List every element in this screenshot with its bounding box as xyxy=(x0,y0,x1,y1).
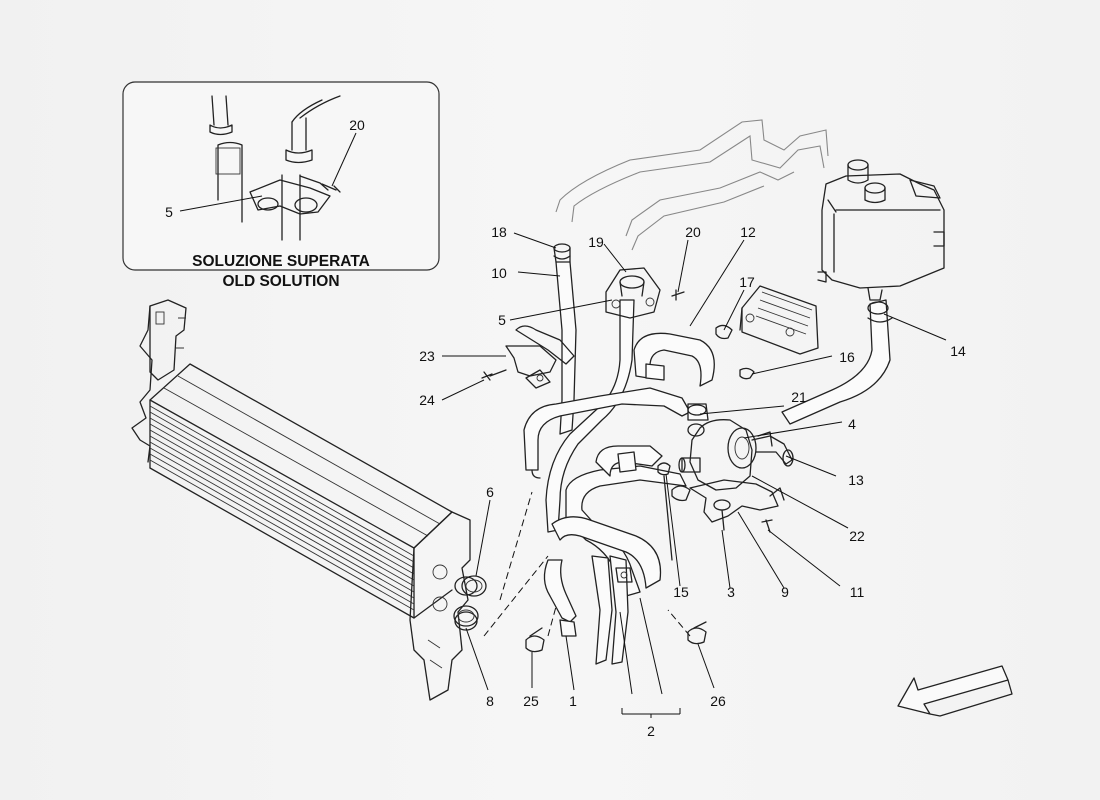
callout-14: 14 xyxy=(950,343,966,359)
callout-11: 11 xyxy=(849,584,865,600)
callout-12: 12 xyxy=(740,224,756,240)
callout-16: 16 xyxy=(839,349,855,365)
callout-23: 23 xyxy=(419,348,435,364)
oil-cooler xyxy=(739,285,819,355)
callout-18: 18 xyxy=(491,224,507,240)
callout-4: 4 xyxy=(848,416,856,432)
callout-17: 17 xyxy=(739,274,755,290)
callout-9: 9 xyxy=(781,584,789,600)
callout-10: 10 xyxy=(491,265,507,281)
callout-21: 21 xyxy=(791,389,807,405)
callout-20: 20 xyxy=(685,224,701,240)
callout-22: 22 xyxy=(849,528,865,544)
electric-water-pump xyxy=(671,403,794,533)
callout-25: 25 xyxy=(523,693,539,709)
callout-leaders xyxy=(441,232,947,718)
callout-15: 15 xyxy=(673,584,689,600)
radiator xyxy=(131,299,478,701)
callout-20-inset: 20 xyxy=(349,117,365,133)
callout-5-inset: 5 xyxy=(165,204,173,220)
inset-caption-english: OLD SOLUTION xyxy=(222,273,340,290)
expansion-tank xyxy=(817,159,945,301)
inset-caption-italian: SOLUZIONE SUPERATA xyxy=(192,253,370,270)
hose-bracket xyxy=(481,325,575,389)
old-solution-inset xyxy=(122,81,440,271)
callout-3: 3 xyxy=(727,584,735,600)
callout-2: 2 xyxy=(647,723,655,739)
callout-8: 8 xyxy=(486,693,494,709)
callout-1: 1 xyxy=(569,693,577,709)
callout-13: 13 xyxy=(848,472,864,488)
callout-26: 26 xyxy=(710,693,726,709)
callout-6: 6 xyxy=(486,484,494,500)
upper-pipe-outline xyxy=(555,119,829,251)
front-direction-arrow-icon xyxy=(897,665,1013,717)
callout-5: 5 xyxy=(498,312,506,328)
lower-hose-assembly xyxy=(523,387,691,665)
callout-19: 19 xyxy=(588,234,604,250)
callout-24: 24 xyxy=(419,392,435,408)
